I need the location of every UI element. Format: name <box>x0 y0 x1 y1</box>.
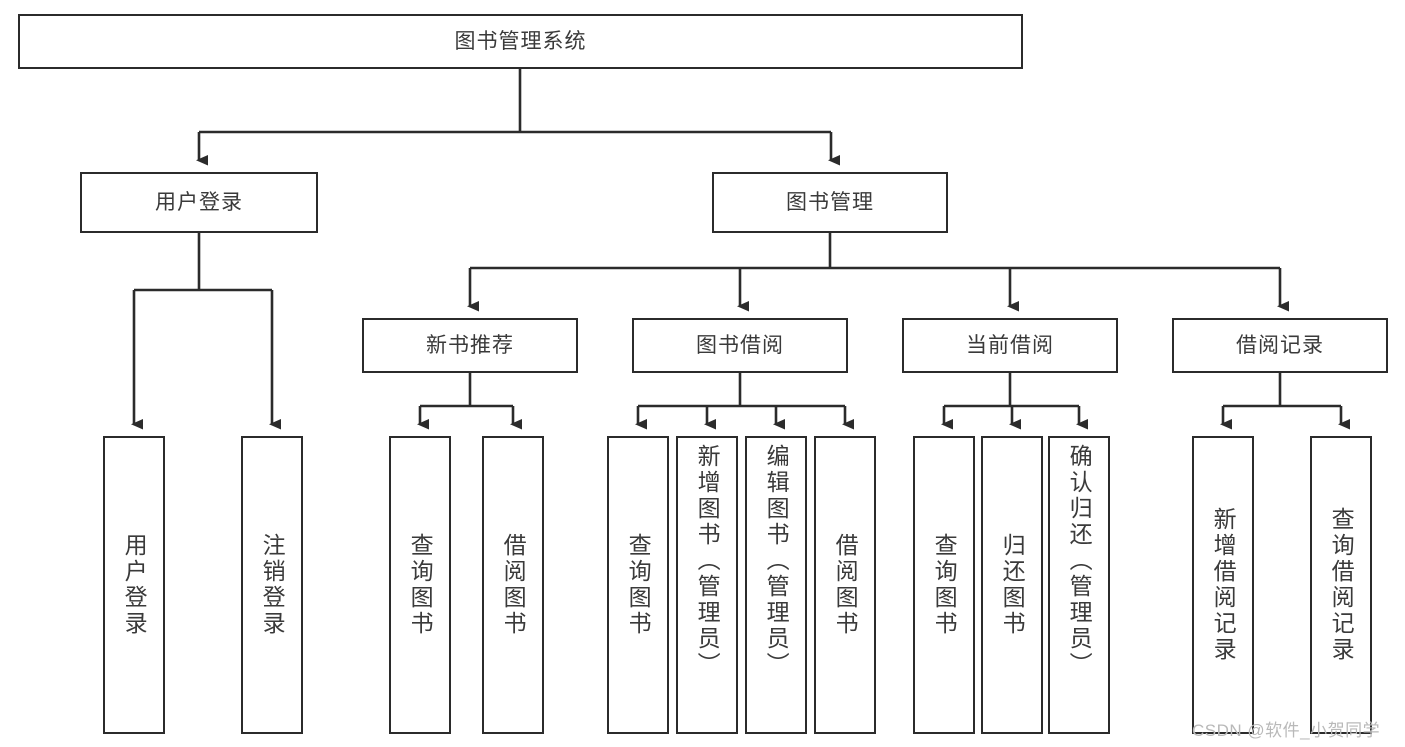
node-leaf-borrow-book-2[interactable]: 借阅图书 <box>814 436 876 734</box>
node-new-book-rec[interactable]: 新书推荐 <box>362 318 578 373</box>
node-book-manage[interactable]: 图书管理 <box>712 172 948 233</box>
node-leaf-add-record[interactable]: 新增借阅记录 <box>1192 436 1254 734</box>
node-leaf-edit-book[interactable]: 编辑图书（管理员） <box>745 436 807 734</box>
node-leaf-logout[interactable]: 注销登录 <box>241 436 303 734</box>
node-leaf-return-book[interactable]: 归还图书 <box>981 436 1043 734</box>
node-book-borrow-label: 图书借阅 <box>696 333 784 357</box>
node-leaf-logout-label: 注销登录 <box>259 533 286 637</box>
node-new-book-rec-label: 新书推荐 <box>426 333 514 357</box>
node-leaf-confirm-return-label: 确认归还（管理员） <box>1066 444 1093 678</box>
node-root[interactable]: 图书管理系统 <box>18 14 1023 69</box>
node-borrow-record[interactable]: 借阅记录 <box>1172 318 1388 373</box>
node-leaf-query-book-1-label: 查询图书 <box>407 533 434 637</box>
node-leaf-query-book-2-label: 查询图书 <box>625 533 652 637</box>
node-leaf-query-book-3[interactable]: 查询图书 <box>913 436 975 734</box>
node-leaf-return-book-label: 归还图书 <box>999 533 1026 637</box>
node-leaf-query-book-2[interactable]: 查询图书 <box>607 436 669 734</box>
node-user-login[interactable]: 用户登录 <box>80 172 318 233</box>
node-leaf-query-record-label: 查询借阅记录 <box>1328 507 1355 663</box>
node-leaf-edit-book-label: 编辑图书（管理员） <box>763 444 790 678</box>
node-book-borrow[interactable]: 图书借阅 <box>632 318 848 373</box>
node-root-label: 图书管理系统 <box>454 29 587 53</box>
node-book-manage-label: 图书管理 <box>786 190 874 214</box>
node-current-borrow[interactable]: 当前借阅 <box>902 318 1118 373</box>
node-leaf-confirm-return[interactable]: 确认归还（管理员） <box>1048 436 1110 734</box>
node-leaf-user-login-label: 用户登录 <box>121 533 148 637</box>
node-leaf-user-login[interactable]: 用户登录 <box>103 436 165 734</box>
watermark-text: CSDN @软件_小贺同学 <box>1192 721 1381 740</box>
node-leaf-borrow-book-1-label: 借阅图书 <box>500 533 527 637</box>
node-leaf-borrow-book-1[interactable]: 借阅图书 <box>482 436 544 734</box>
node-leaf-query-record[interactable]: 查询借阅记录 <box>1310 436 1372 734</box>
node-user-login-label: 用户登录 <box>155 190 243 214</box>
node-current-borrow-label: 当前借阅 <box>966 333 1054 357</box>
node-borrow-record-label: 借阅记录 <box>1236 333 1324 357</box>
node-leaf-add-book-label: 新增图书（管理员） <box>694 444 721 678</box>
node-leaf-add-record-label: 新增借阅记录 <box>1210 507 1237 663</box>
node-leaf-query-book-1[interactable]: 查询图书 <box>389 436 451 734</box>
node-leaf-query-book-3-label: 查询图书 <box>931 533 958 637</box>
node-leaf-add-book[interactable]: 新增图书（管理员） <box>676 436 738 734</box>
node-leaf-borrow-book-2-label: 借阅图书 <box>832 533 859 637</box>
